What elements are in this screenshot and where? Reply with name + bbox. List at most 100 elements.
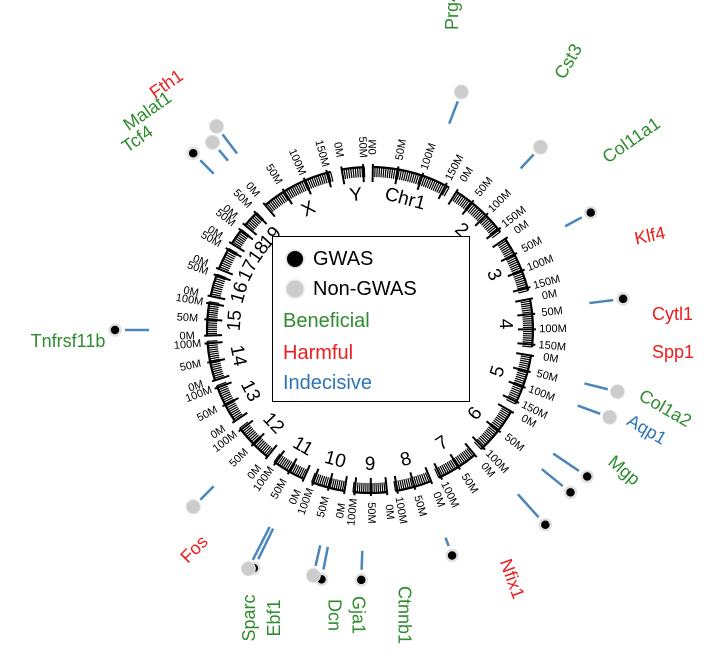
minor-tick	[221, 262, 231, 268]
legend-gwas: GWAS	[273, 245, 373, 273]
major-tick	[517, 342, 536, 346]
minor-tick	[212, 286, 223, 291]
major-tick	[409, 472, 417, 490]
legend-beneficial-label: Beneficial	[283, 309, 370, 332]
minor-tick	[458, 454, 466, 464]
non-gwas-dot	[209, 118, 225, 134]
minor-tick	[247, 431, 257, 439]
gene-ctnnb1: Ctnnb1	[354, 550, 414, 644]
minor-tick	[520, 355, 531, 359]
minor-tick	[291, 186, 298, 196]
gene-label: Klf4	[633, 223, 668, 249]
chromosome-label: 8	[398, 448, 414, 471]
minor-tick	[482, 432, 491, 441]
minor-tick	[335, 479, 339, 490]
minor-tick	[522, 320, 533, 322]
minor-tick	[258, 441, 267, 450]
minor-tick	[381, 482, 384, 493]
tick-label: 50M	[315, 495, 332, 519]
minor-tick	[207, 340, 218, 342]
gene-label: Prg4	[442, 0, 462, 30]
major-tick	[517, 312, 536, 317]
minor-tick	[273, 198, 281, 207]
chromosome-label: Chr1	[382, 184, 427, 215]
gene-label: Fos	[176, 531, 211, 566]
minor-tick	[411, 172, 415, 183]
gene-cytl1: Cytl1	[584, 304, 693, 400]
major-tick	[508, 380, 526, 389]
minor-tick	[329, 478, 333, 489]
minor-tick	[455, 456, 462, 466]
major-tick	[384, 477, 389, 496]
gene-connector	[360, 550, 364, 570]
minor-tick	[213, 372, 224, 377]
minor-tick	[506, 398, 516, 405]
major-tick	[222, 397, 240, 408]
minor-tick	[273, 453, 281, 463]
tick-label: 100M	[173, 338, 201, 352]
minor-tick	[212, 370, 223, 375]
minor-tick	[522, 315, 533, 318]
minor-tick	[400, 170, 405, 181]
minor-tick	[462, 200, 470, 209]
minor-tick	[436, 183, 442, 193]
major-tick	[516, 352, 535, 357]
minor-tick	[514, 379, 525, 385]
minor-tick	[485, 429, 494, 438]
major-tick	[238, 419, 254, 433]
minor-tick	[350, 168, 353, 179]
major-tick	[204, 318, 223, 322]
minor-tick	[224, 255, 234, 262]
minor-tick	[380, 167, 383, 178]
legend-indecisive: Indecisive	[283, 369, 372, 397]
minor-tick	[422, 473, 428, 483]
minor-tick	[227, 249, 237, 256]
tick-label: 100M	[525, 253, 555, 274]
minor-tick	[291, 464, 298, 474]
minor-tick	[297, 183, 303, 194]
tick-label: 150M	[538, 339, 566, 353]
non-gwas-dot	[602, 409, 618, 425]
tick-label: 50M	[535, 368, 559, 385]
major-tick	[353, 477, 358, 496]
legend-gwas-label: GWAS	[313, 247, 374, 270]
minor-tick	[317, 474, 322, 485]
minor-tick	[473, 210, 482, 219]
minor-tick	[504, 251, 514, 258]
chromosome-label: Y	[348, 184, 363, 206]
minor-tick	[228, 406, 238, 413]
legend-harmful: Harmful	[283, 339, 353, 367]
minor-tick	[219, 266, 230, 272]
minor-tick	[246, 429, 255, 438]
gene-connector	[199, 485, 215, 501]
minor-tick	[464, 449, 472, 458]
legend-non-gwas-label: Non-GWAS	[313, 277, 417, 300]
minor-tick	[519, 361, 530, 365]
minor-tick	[483, 221, 493, 229]
minor-tick	[377, 482, 380, 493]
major-tick	[207, 358, 226, 364]
major-tick	[474, 212, 489, 227]
chromosome-label: 11	[289, 432, 317, 460]
minor-tick	[393, 481, 397, 492]
minor-tick	[239, 421, 249, 429]
minor-tick	[309, 178, 315, 189]
minor-tick	[337, 479, 341, 490]
minor-tick	[213, 282, 224, 287]
minor-tick	[379, 482, 382, 493]
major-tick	[393, 475, 399, 494]
minor-tick	[514, 277, 525, 282]
minor-tick	[522, 341, 533, 344]
tick-label: 100M	[527, 383, 557, 404]
minor-tick	[503, 249, 513, 256]
gwas-dot-icon	[287, 251, 303, 267]
tick-label: 50M	[356, 136, 369, 158]
minor-tick	[505, 255, 516, 261]
minor-tick	[488, 426, 497, 434]
gene-label: Dcn	[324, 599, 344, 631]
minor-tick	[491, 421, 501, 429]
minor-tick	[422, 177, 428, 187]
